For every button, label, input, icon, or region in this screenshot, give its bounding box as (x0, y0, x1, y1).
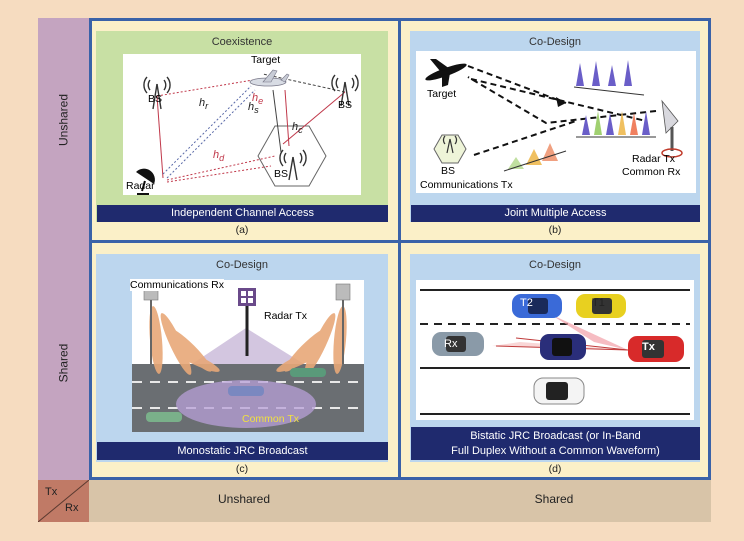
target-aircraft-icon (249, 69, 290, 87)
col-label-shared: Shared (534, 492, 574, 506)
common-tx-label: Common Tx (242, 413, 299, 425)
comm-tx-label: Communications Tx (420, 179, 513, 191)
panel-a-title: Coexistence (211, 36, 273, 48)
bs-hexagon (433, 134, 467, 164)
row-label-unshared: Unshared (56, 93, 71, 147)
car-icon (146, 412, 182, 422)
t1-label: T1 (592, 297, 605, 309)
rx-label: Rx (444, 338, 458, 350)
panel-b: Co-Design (410, 31, 700, 222)
bs-tower-icon (143, 76, 171, 110)
panel-a-illustration (123, 54, 361, 195)
car-tx-icon (628, 336, 684, 362)
panel-d-caption-line1: Bistatic JRC Broadcast (or In-Band (470, 430, 641, 442)
target-aircraft-icon (425, 59, 467, 87)
panel-b-title: Co-Design (529, 36, 581, 48)
corner-rx-label: Rx (65, 502, 79, 514)
car-t2-icon (512, 294, 562, 318)
antenna-pole-icon (335, 283, 351, 364)
panel-b-caption-bar: Joint Multiple Access (411, 205, 700, 222)
panel-b-illustration (416, 51, 696, 193)
bs-tower-icon (331, 74, 359, 107)
bs-label-right: BS (338, 99, 353, 111)
channel-hs: hs (248, 101, 259, 115)
comm-spectrum-icon (503, 143, 567, 172)
panel-d-caption-bar: Bistatic JRC Broadcast (or In-Band Full … (411, 427, 700, 460)
grid-horizontal-divider (89, 240, 711, 243)
panel-a: Coexistence (96, 31, 388, 222)
row-axis: Unshared Shared (38, 18, 89, 480)
channel-hc-subscript: c (298, 125, 303, 136)
channel-hd: hd (213, 149, 224, 163)
column-axis (89, 480, 711, 522)
comm-beams-left (149, 306, 220, 375)
channel-hc: hc (292, 121, 303, 135)
axis-corner: Tx Rx (38, 480, 89, 522)
radar-tx-label: Radar Tx (632, 153, 675, 165)
car-t1-icon (576, 294, 626, 318)
channel-hr-symbol: h (199, 97, 206, 109)
panel-b-label: (b) (548, 224, 562, 236)
channel-hs-symbol: h (248, 101, 255, 113)
radar-tx-label: Radar Tx (264, 310, 307, 322)
radar-dish-icon (136, 168, 155, 195)
channel-hc-symbol: h (292, 121, 299, 133)
joint-spectrum-icon (576, 111, 656, 138)
panel-a-caption-bar: Independent Channel Access (97, 205, 388, 222)
channel-he-symbol: h (252, 92, 259, 104)
tx-signal-cone (550, 314, 628, 350)
cell-hexagon (257, 125, 327, 187)
radar-spectrum-icon (573, 60, 645, 96)
bs-label-center: BS (274, 168, 289, 180)
channel-he: he (252, 92, 263, 106)
channel-hd-subscript: d (219, 153, 225, 164)
car-icon (228, 386, 264, 396)
corner-tx-label: Tx (45, 486, 58, 498)
tx-label: Tx (642, 341, 655, 353)
grid-vertical-divider (398, 18, 401, 480)
common-tx-coverage (176, 380, 316, 428)
bs-tower-icon (279, 149, 307, 181)
bs-tower-icon (442, 135, 458, 154)
channel-hr-subscript: r (205, 101, 209, 112)
bs-label: BS (441, 165, 456, 177)
t2-label: T2 (520, 297, 533, 309)
car-icon (533, 377, 585, 405)
comm-rx-label: Communications Rx (130, 279, 224, 291)
target-label: Target (427, 88, 457, 100)
panel-c-illustration (132, 280, 364, 432)
panel-d-title: Co-Design (529, 259, 581, 271)
panel-d-illustration (416, 280, 694, 420)
radar-dish-icon (661, 99, 683, 158)
car-rx-icon (432, 332, 484, 356)
panel-a-label: (a) (235, 224, 249, 236)
panel-c: Co-Design (96, 254, 388, 462)
target-label: Target (251, 54, 281, 66)
car-icon (290, 368, 326, 377)
radar-tx-antenna-icon (238, 288, 256, 356)
corner-diagonal (38, 480, 89, 522)
channel-he-subscript: e (258, 96, 264, 107)
common-rx-label: Common Rx (622, 166, 681, 178)
bs-label-left: BS (148, 93, 163, 105)
row-label-shared: Shared (56, 343, 71, 383)
panel-c-label: (c) (235, 463, 249, 475)
panel-c-caption-bar: Monostatic JRC Broadcast (97, 442, 388, 460)
channel-hr: hr (199, 97, 208, 111)
car-icon (540, 334, 586, 360)
comm-beams-right (276, 306, 347, 375)
radar-label: Radar (126, 180, 155, 192)
channel-hd-symbol: h (213, 149, 220, 161)
panel-d-label: (d) (548, 463, 562, 475)
panel-c-title: Co-Design (216, 259, 268, 271)
col-label-unshared: Unshared (217, 492, 271, 506)
channel-hs-subscript: s (254, 105, 259, 116)
panel-d-caption-line2: Full Duplex Without a Common Waveform) (451, 445, 660, 457)
